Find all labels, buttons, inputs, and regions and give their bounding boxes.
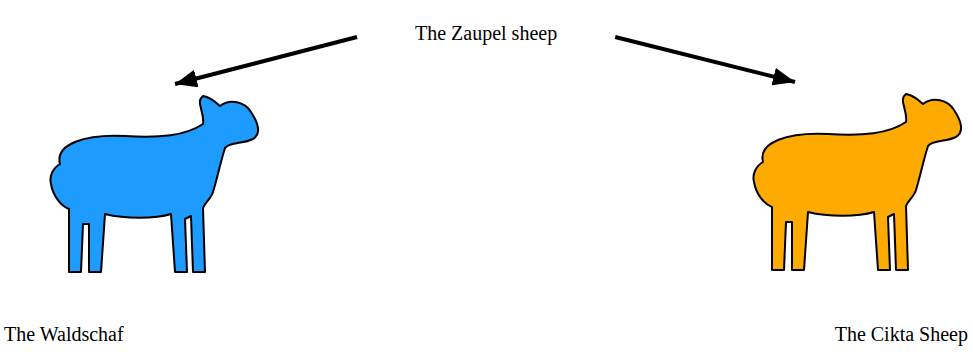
sheep-silhouette [45, 84, 261, 276]
arrow-connector [615, 37, 795, 82]
arrow-connector [175, 37, 357, 84]
title-node: The Zaupel sheep [357, 18, 615, 48]
sheep-name: The Cikta Sheep [835, 322, 968, 346]
sheep-name: The Waldschaf [4, 322, 124, 346]
sheep-node: The Waldschaf [4, 84, 266, 356]
sheep-shape [753, 94, 961, 270]
sheep-silhouette [748, 82, 964, 274]
title-label: The Zaupel sheep [415, 21, 557, 45]
sheep-shape [50, 96, 258, 272]
sheep-node: The Cikta Sheep [700, 82, 968, 354]
